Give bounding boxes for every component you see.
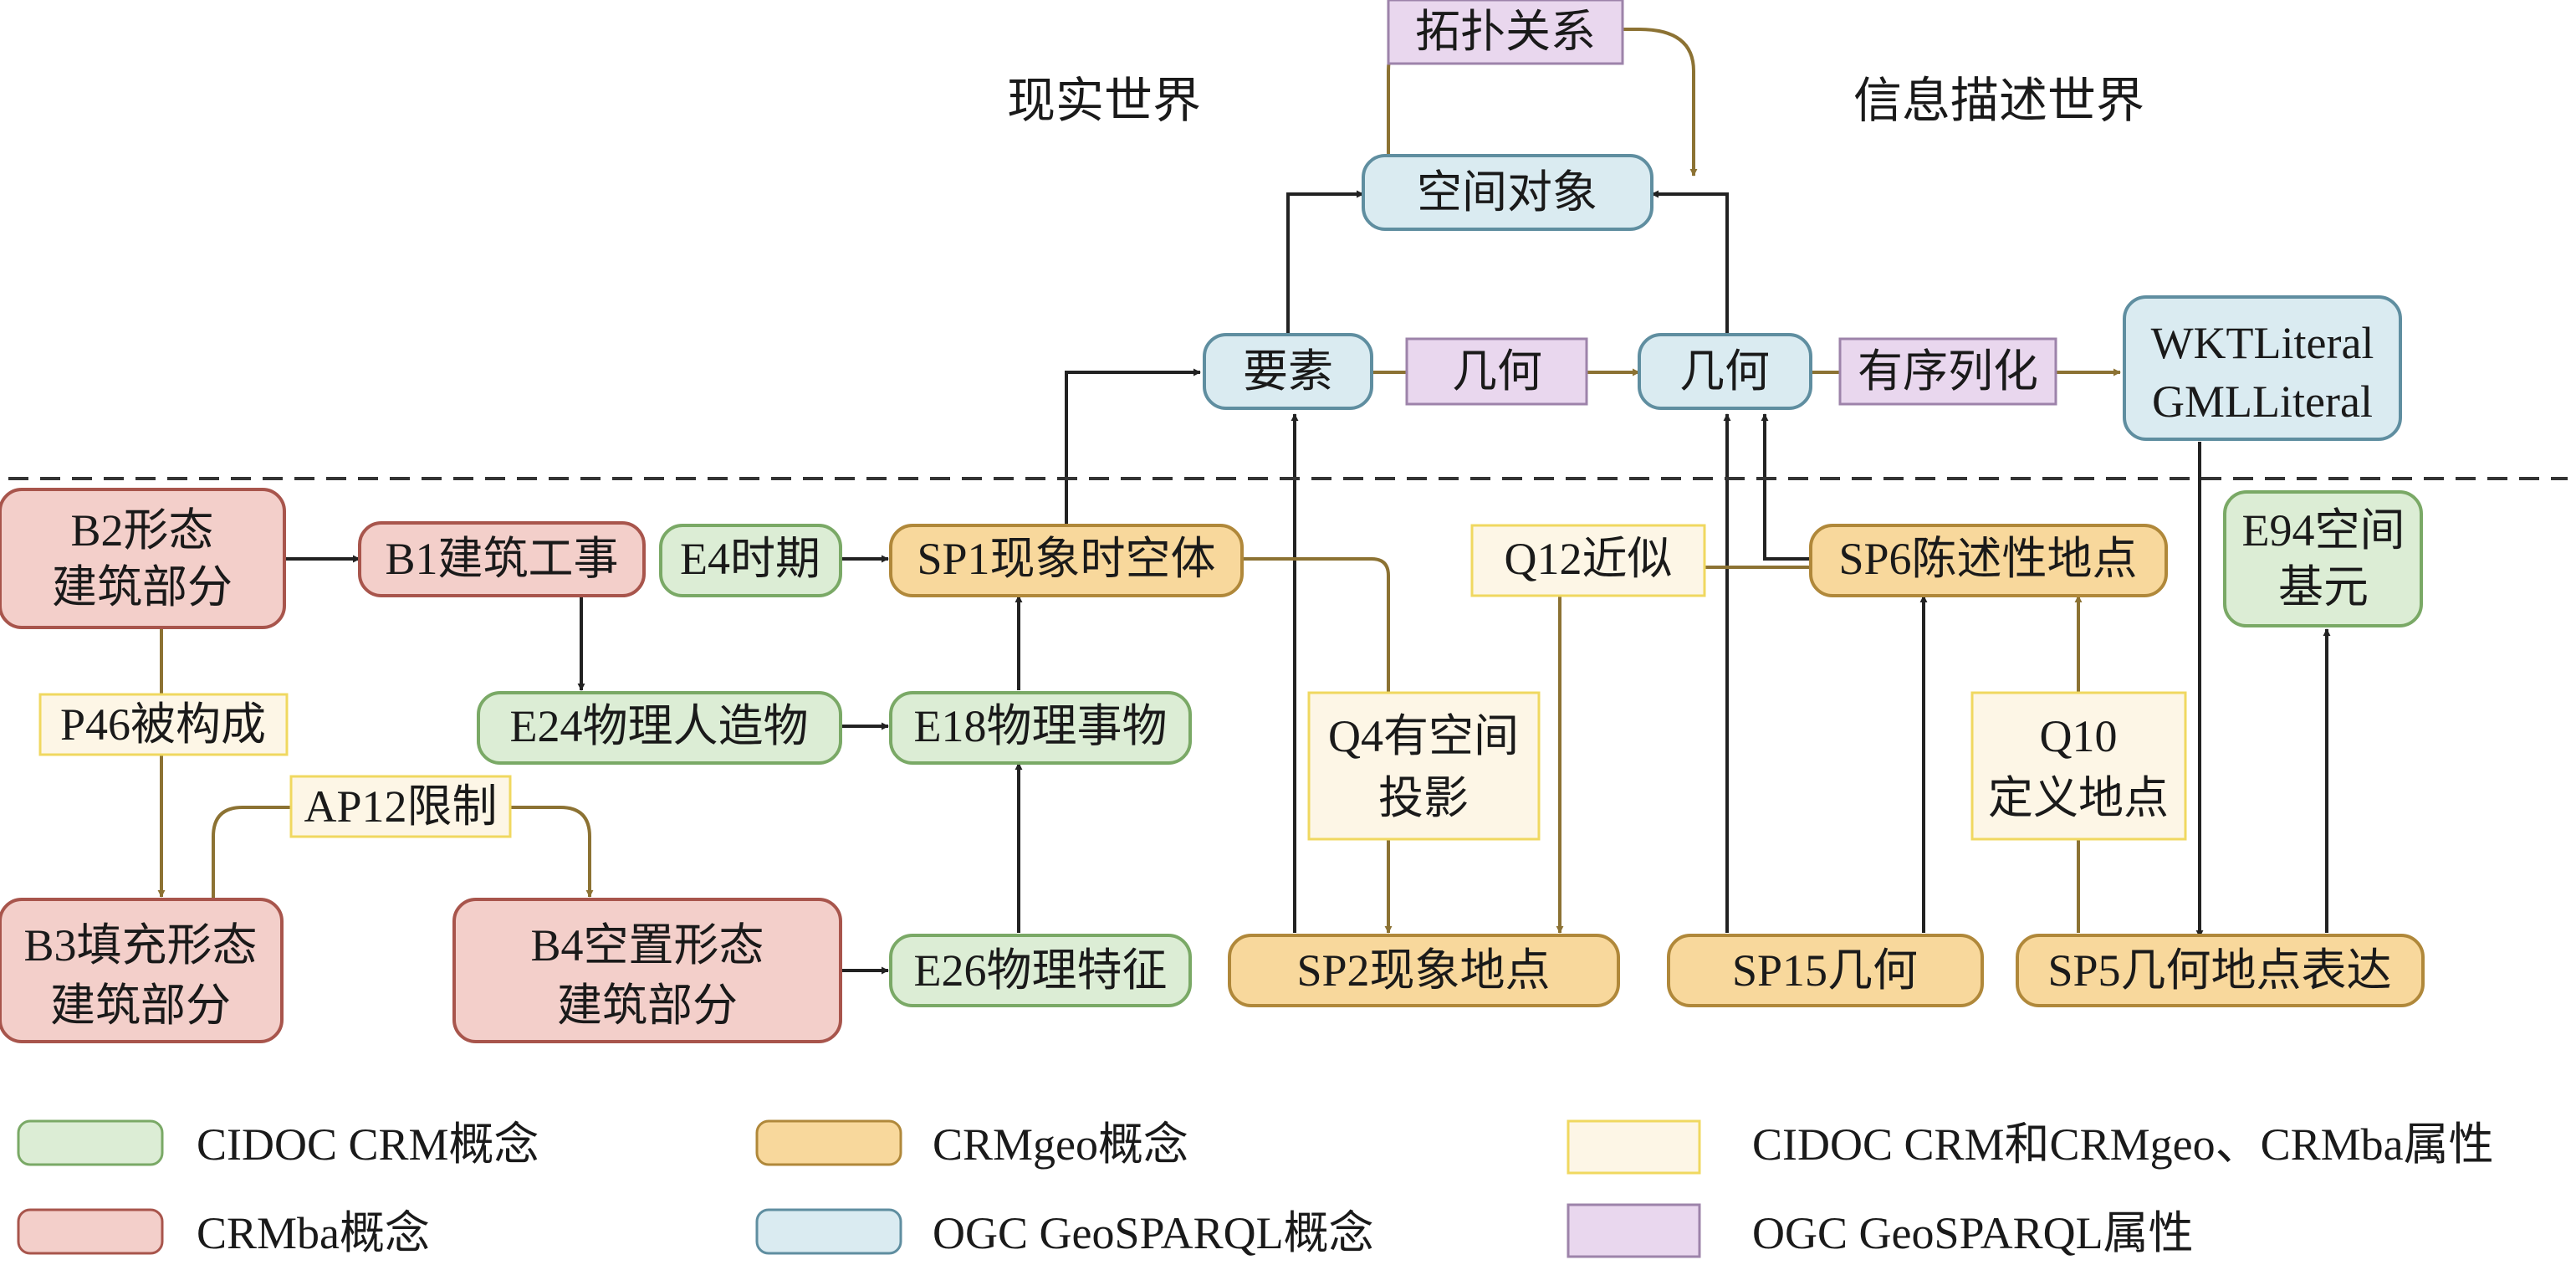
ap12-prop-box [289,775,512,838]
q4-prop-box [1307,691,1541,841]
b3-label-line1: B3填充形态 [23,920,257,971]
e94-node [2223,490,2423,627]
b2-node [0,488,286,629]
wkt-literal-label: WKTLiteral [2151,318,2374,368]
sp2-label: SP2现象地点 [1296,945,1550,996]
e4-node [659,524,842,597]
legend-crmba-swatch [17,1208,164,1255]
ap12-label: AP12限制 [304,781,497,832]
info-world-title: 信息描述世界 [1853,74,2144,128]
topo-relation-label: 拓扑关系 [1415,7,1596,57]
legend-ogc-concept-label: OGC GeoSPARQL概念 [933,1208,1374,1258]
feature-to-spatial-object-arrow [1286,190,1364,333]
e94-label-line1: E94空间 [2242,505,2405,556]
wkt-gml-node [2123,295,2402,441]
q10-label-line2: 定义地点 [1988,773,2169,823]
e24-label: E24物理人造物 [510,701,809,751]
q12-prop-box [1470,524,1706,597]
b1-node [358,521,646,597]
feature-node [1203,333,1373,410]
q4-arrow [1242,557,1393,934]
e24-node [477,691,842,765]
spatial-object-node [1362,154,1653,231]
legend-ogc-prop-label: OGC GeoSPARQL属性 [1752,1208,2194,1258]
sp1-label: SP1现象时空体 [917,534,1215,584]
topo-relation-box [1387,0,1624,65]
sp1-node [889,524,1244,597]
q4-label-line2: 投影 [1378,773,1469,823]
sp15-node [1667,934,1984,1007]
sp15-label: SP15几何 [1732,945,1918,996]
q10-label-line1: Q10 [2040,711,2118,761]
b2-label-line1: B2形态 [70,505,213,556]
legend-ogc-concept-swatch [755,1208,902,1255]
feature-label: 要素 [1243,346,1333,397]
e18-node [889,691,1192,765]
spatial-object-label: 空间对象 [1417,167,1597,218]
legend-cidoc-label: CIDOC CRM概念 [197,1119,539,1170]
e26-node [889,934,1192,1007]
sp5-label: SP5几何地点表达 [2047,945,2391,996]
gml-literal-label: GMLLiteral [2152,376,2373,427]
legend-crmgeo-label: CRMgeo概念 [933,1119,1188,1170]
legend-props-swatch [1567,1119,1701,1175]
b4-label-line2: 建筑部分 [557,981,738,1031]
q12-label: Q12近似 [1505,534,1673,584]
q12-arrow [1556,566,1811,934]
legend-crmgeo-swatch [755,1119,902,1166]
serialize-prop-label: 有序列化 [1858,346,2038,397]
sp5-node [2016,934,2425,1007]
p46-label: P46被构成 [60,699,266,750]
legend: CIDOC CRM概念 CRMba概念 CRMgeo概念 OGC GeoSPAR… [17,1119,2494,1258]
b2-label-line2: 建筑部分 [52,562,233,612]
b4-label-line1: B4空置形态 [530,920,764,971]
real-world-title: 现实世界 [1007,74,1201,128]
p46-prop-box [38,693,289,756]
b1-label: B1建筑工事 [385,534,618,584]
geom-prop-label: 几何 [1452,346,1542,397]
serialize-prop-box [1838,337,2057,406]
legend-cidoc-swatch [17,1119,164,1166]
legend-props-label: CIDOC CRM和CRMgeo、CRMba属性 [1752,1119,2494,1170]
sp2-node [1228,934,1620,1007]
e26-label: E26物理特征 [914,945,1168,996]
geometry-label: 几何 [1679,346,1770,397]
geometry-node [1638,333,1812,410]
sp6-node [1809,524,2168,597]
e4-label: E4时期 [680,534,820,584]
e18-label: E18物理事物 [914,701,1168,751]
legend-ogc-prop-swatch [1567,1203,1701,1258]
e94-label-line2: 基元 [2278,562,2369,612]
b3-label-line2: 建筑部分 [50,981,231,1031]
b3-node [0,898,284,1043]
geometry-to-spatial-object-arrow [1651,190,1729,333]
sp6-to-geometry-arrow [1761,413,1811,561]
sp1-to-feature-arrow [1065,368,1201,525]
b4-node [452,898,842,1043]
geom-prop-box [1405,337,1588,406]
legend-crmba-label: CRMba概念 [197,1208,430,1258]
sp6-label: SP6陈述性地点 [1838,534,2137,584]
q10-prop-box [1970,691,2187,841]
q4-label-line1: Q4有空间 [1328,711,1519,761]
